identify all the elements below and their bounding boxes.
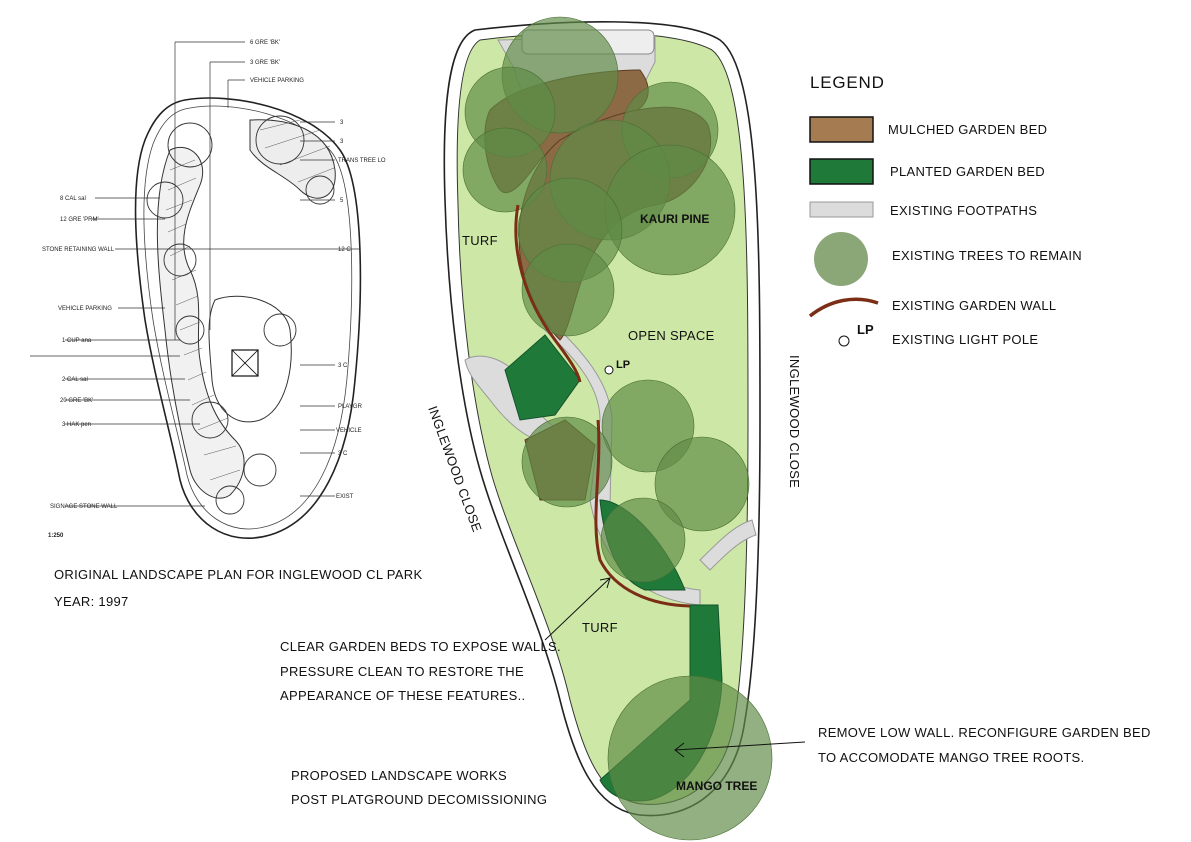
tree-canopy bbox=[604, 144, 736, 276]
garden-wall-north bbox=[514, 204, 582, 383]
proposed-plan: LP TURF TURF KAURI PINE OPEN SPACE MANGO… bbox=[425, 16, 806, 841]
original-annotation: 12 GRE 'PRM' bbox=[60, 217, 99, 223]
original-annotation: VEHICLE PARKING bbox=[250, 78, 304, 84]
tree-canopy bbox=[607, 675, 773, 841]
legend-label: MULCHED GARDEN BED bbox=[888, 122, 1047, 137]
turf-label: TURF bbox=[462, 233, 498, 248]
open-space-label: OPEN SPACE bbox=[628, 328, 715, 343]
original-annotation: 3 C bbox=[338, 451, 348, 457]
legend-label: EXISTING FOOTPATHS bbox=[890, 203, 1037, 218]
original-plan-boundary bbox=[134, 97, 362, 540]
note-arrow-mango bbox=[674, 741, 806, 751]
legend-swatch-mulched bbox=[809, 116, 874, 143]
tree-canopy bbox=[654, 436, 750, 532]
note-mango-line: TO ACCOMODATE MANGO TREE ROOTS. bbox=[818, 750, 1084, 765]
original-plan-scale: 1:250 bbox=[48, 533, 64, 539]
turf-label: TURF bbox=[582, 620, 618, 635]
legend-label: EXISTING LIGHT POLE bbox=[892, 332, 1038, 347]
light-pole-icon bbox=[604, 365, 614, 375]
legend: LEGEND MULCHED GARDEN BED PLANTED GARDEN… bbox=[808, 73, 1082, 347]
legend-label: EXISTING TREES TO REMAIN bbox=[892, 248, 1082, 263]
street-name-east: INGLEWOOD CLOSE bbox=[787, 355, 802, 488]
legend-swatch-footpath bbox=[809, 201, 874, 218]
tree-canopy bbox=[600, 497, 686, 583]
legend-swatch-wall bbox=[808, 297, 879, 318]
mango-tree-label: MANGO TREE bbox=[676, 779, 757, 793]
original-annotation: 8 CAL sal bbox=[60, 196, 86, 202]
tree-canopy bbox=[521, 416, 613, 508]
original-annotation: 3 bbox=[340, 139, 344, 145]
kauri-pine-label: KAURI PINE bbox=[640, 212, 709, 226]
original-annotation: STONE RETAINING WALL bbox=[42, 247, 115, 253]
tree-canopies bbox=[462, 16, 773, 841]
legend-light-pole-symbol: LP bbox=[857, 322, 874, 337]
arrow-head-icon bbox=[599, 577, 611, 589]
original-annotation: 3 HAK pen bbox=[62, 422, 91, 428]
original-annotation: VEHICLE bbox=[336, 428, 362, 434]
legend-label: EXISTING GARDEN WALL bbox=[892, 298, 1056, 313]
original-annotation: SIGNAGE STONE WALL bbox=[50, 504, 118, 510]
note-walls-line: CLEAR GARDEN BEDS TO EXPOSE WALLS. bbox=[280, 639, 561, 654]
original-plan-sketch: 8 CAL sal 12 GRE 'PRM' STONE RETAINING W… bbox=[30, 40, 386, 540]
planted-bed-west bbox=[504, 334, 581, 421]
original-annotation: 1 CUP ana bbox=[62, 338, 92, 344]
proposed-title-line1: PROPOSED LANDSCAPE WORKS bbox=[291, 768, 507, 783]
original-annotation: EXIST bbox=[336, 494, 354, 500]
note-arrow-walls bbox=[544, 577, 611, 641]
original-annotation: 5 bbox=[340, 198, 344, 204]
original-annotation: 3 GRE 'BK' bbox=[250, 60, 280, 66]
legend-swatch-tree bbox=[814, 232, 868, 286]
note-walls-line: PRESSURE CLEAN TO RESTORE THE bbox=[280, 664, 524, 679]
light-pole-icon bbox=[838, 335, 850, 347]
original-annotation: 2 CAL sal bbox=[62, 377, 88, 383]
original-annotation: 3 bbox=[340, 120, 344, 126]
original-annotation: TRANS TREE LO bbox=[338, 158, 386, 164]
legend-title: LEGEND bbox=[810, 73, 885, 92]
note-mango-line: REMOVE LOW WALL. RECONFIGURE GARDEN BED bbox=[818, 725, 1151, 740]
light-pole-label: LP bbox=[616, 359, 630, 371]
note-walls-line: APPEARANCE OF THESE FEATURES.. bbox=[280, 688, 525, 703]
original-annotation: PLAYGR bbox=[338, 404, 363, 410]
tree-canopy bbox=[462, 127, 548, 213]
original-plan-caption: ORIGINAL LANDSCAPE PLAN FOR INGLEWOOD CL… bbox=[54, 567, 422, 582]
original-annotation: 12 C bbox=[338, 247, 351, 253]
original-plan-year: YEAR: 1997 bbox=[54, 594, 129, 609]
legend-label: PLANTED GARDEN BED bbox=[890, 164, 1045, 179]
original-annotation: 3 C bbox=[338, 363, 348, 369]
original-annotation: 20 GRE 'BK' bbox=[60, 398, 93, 404]
legend-swatch-planted bbox=[809, 158, 874, 185]
garden-wall-south bbox=[594, 419, 691, 608]
footpath-east-spur bbox=[699, 519, 757, 571]
arrow-head-icon bbox=[674, 742, 685, 758]
tree-canopy bbox=[521, 243, 615, 337]
original-annotation: VEHICLE PARKING bbox=[58, 306, 112, 312]
proposed-title-line2: POST PLATGROUND DECOMISSIONING bbox=[291, 792, 547, 807]
original-annotation: 6 GRE 'BK' bbox=[250, 40, 280, 46]
street-name-west: INGLEWOOD CLOSE bbox=[425, 404, 485, 534]
